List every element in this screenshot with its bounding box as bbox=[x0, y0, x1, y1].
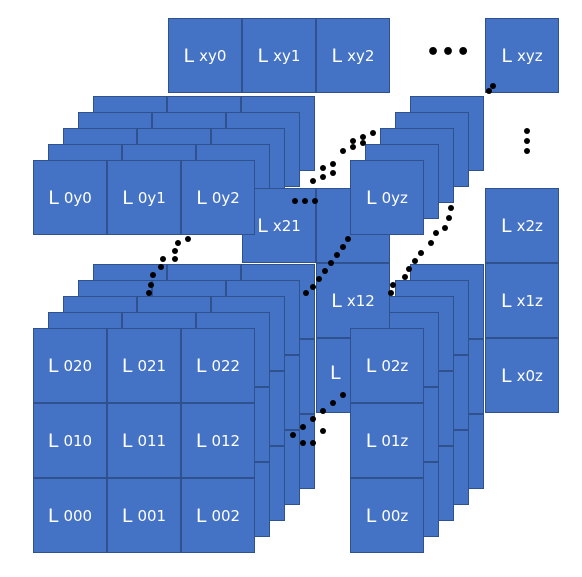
ellipsis-dot bbox=[302, 198, 308, 204]
ellipsis-dot bbox=[490, 83, 496, 89]
ellipsis-dot bbox=[330, 161, 336, 167]
ellipsis-dot bbox=[340, 392, 346, 398]
ellipsis-dot bbox=[310, 178, 316, 184]
ellipsis-dot bbox=[316, 276, 322, 282]
ellipsis-dot bbox=[340, 148, 346, 154]
ellipsis-dot bbox=[320, 408, 326, 414]
ellipsis-dot bbox=[390, 282, 396, 288]
ellipsis-dot bbox=[148, 282, 154, 288]
ellipsis-dot bbox=[446, 215, 452, 221]
ellipsis-dot bbox=[406, 266, 412, 272]
ellipsis-dot bbox=[290, 432, 296, 438]
ellipsis-dot bbox=[310, 416, 316, 422]
ellipsis-dot bbox=[402, 274, 408, 280]
ellipsis-dot bbox=[412, 258, 418, 264]
ellipsis-dot bbox=[300, 424, 306, 430]
ellipsis-dot bbox=[350, 138, 356, 144]
ellipsis-dot bbox=[185, 236, 191, 242]
ellipsis-dot bbox=[486, 88, 492, 94]
ellipsis-dot bbox=[524, 148, 530, 154]
ellipsis-dot bbox=[310, 284, 316, 290]
ellipsis-dot bbox=[360, 134, 366, 140]
ellipsis-dot bbox=[320, 165, 326, 171]
ellipsis-dot bbox=[388, 290, 394, 296]
ellipsis-dot bbox=[370, 130, 376, 136]
ellipsis-dot bbox=[292, 198, 298, 204]
top-row-ellipsis: ••• bbox=[426, 40, 472, 65]
ellipsis-dot bbox=[330, 400, 336, 406]
ellipsis-dot bbox=[340, 244, 346, 250]
ellipsis-dot bbox=[442, 225, 448, 231]
ellipsis-dot bbox=[334, 252, 340, 258]
ellipsis-dot bbox=[524, 138, 530, 144]
ellipsis-dot bbox=[300, 440, 306, 446]
ellipsis-dot bbox=[150, 272, 156, 278]
ellipsis-dot bbox=[524, 128, 530, 134]
ellipsis-dot bbox=[330, 170, 336, 176]
ellipsis-dot bbox=[160, 256, 166, 262]
ellipsis-dot bbox=[418, 250, 424, 256]
ellipsis-dot bbox=[146, 290, 152, 296]
ellipsis-dot bbox=[320, 174, 326, 180]
ellipsis-dot bbox=[328, 260, 334, 266]
ellipsis-dot bbox=[360, 140, 366, 146]
ellipsis-dot bbox=[345, 236, 351, 242]
ellipsis-dot bbox=[320, 428, 326, 434]
partial-label-L: L bbox=[330, 362, 341, 384]
ellipsis-dot bbox=[428, 240, 434, 246]
ellipsis-dot bbox=[322, 268, 328, 274]
ellipsis-dot bbox=[350, 144, 356, 150]
ellipsis-dot bbox=[158, 264, 164, 270]
ellipsis-dot bbox=[433, 230, 439, 236]
ellipsis-dot bbox=[175, 240, 181, 246]
ellipsis-dot bbox=[172, 256, 178, 262]
ellipsis-dot bbox=[172, 248, 178, 254]
ellipsis-dot bbox=[312, 198, 318, 204]
ellipsis-dot bbox=[303, 290, 309, 296]
ellipsis-dot bbox=[448, 205, 454, 211]
ellipsis-dot bbox=[310, 440, 316, 446]
